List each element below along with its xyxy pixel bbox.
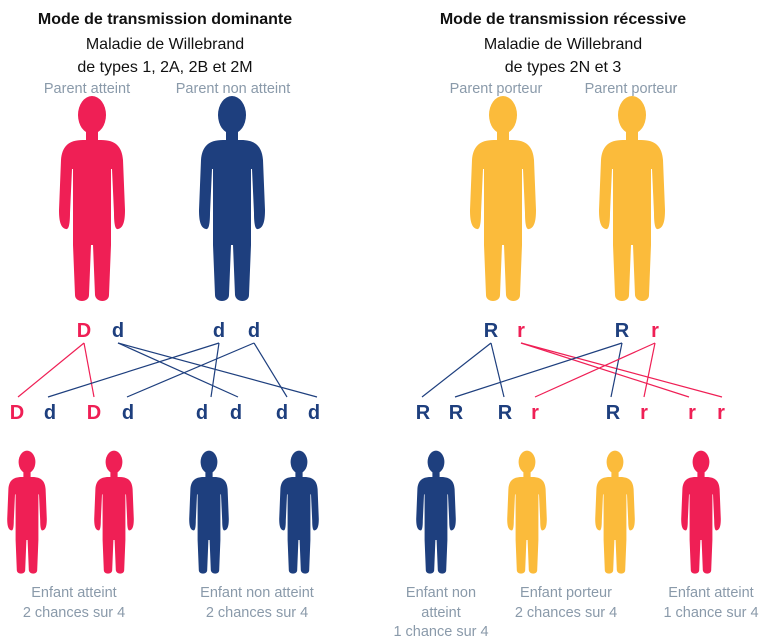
recessive-child-allele: r: [531, 402, 539, 424]
recessive-parent-1-figure: [470, 96, 536, 301]
dominant-child-4-figure: [279, 450, 319, 574]
recessive-child-1-figure: [416, 450, 456, 574]
recessive-line: [610, 342, 623, 398]
recessive-parent-1-allele-1: R: [484, 320, 499, 342]
dominant-group-1-label-line-2: 2 chances sur 4: [23, 605, 125, 621]
recessive-parent-2-allele-2: r: [651, 320, 659, 342]
recessive-group-2-label-line-2: 2 chances sur 4: [515, 605, 617, 621]
dominant-line: [210, 342, 220, 398]
recessive-line: [643, 342, 656, 398]
recessive-group-1-label-line-2: atteint: [421, 605, 461, 621]
recessive-group-3-label-line-1: Enfant atteint: [668, 585, 753, 601]
recessive-child-4-figure: [681, 450, 721, 574]
recessive-subtitle-line-1: Maladie de Willebrand: [484, 36, 642, 53]
dominant-group-2-label-line-2: 2 chances sur 4: [206, 605, 308, 621]
dominant-parent-1-label: Parent atteint: [44, 81, 130, 97]
recessive-line: [520, 342, 690, 398]
dominant-child-allele: d: [196, 402, 208, 424]
recessive-child-3-figure: [595, 450, 635, 574]
dominant-child-3-figure: [189, 450, 229, 574]
recessive-line: [421, 342, 492, 398]
dominant-parent-2-allele-1: d: [213, 320, 225, 342]
dominant-child-allele: d: [230, 402, 242, 424]
dominant-line: [117, 342, 318, 398]
recessive-subtitle-line-2: de types 2N et 3: [505, 59, 622, 76]
recessive-parent-2-label: Parent porteur: [585, 81, 678, 97]
dominant-child-allele: d: [122, 402, 134, 424]
recessive-child-allele: R: [449, 402, 464, 424]
dominant-title: Mode de transmission dominante: [38, 11, 292, 28]
dominant-child-allele: d: [308, 402, 320, 424]
recessive-child-allele: r: [688, 402, 696, 424]
dominant-parent-1-allele-1: D: [77, 320, 91, 342]
dominant-child-allele: d: [276, 402, 288, 424]
recessive-title: Mode de transmission récessive: [440, 11, 686, 28]
recessive-child-allele: R: [498, 402, 513, 424]
dominant-parent-2-allele-2: d: [248, 320, 260, 342]
dominant-line: [17, 342, 85, 398]
dominant-parent-1-figure: [59, 96, 125, 301]
recessive-parent-1-allele-2: r: [517, 320, 525, 342]
recessive-inheritance-lines: [421, 342, 723, 398]
dominant-group-2-label-line-1: Enfant non atteint: [200, 585, 314, 601]
dominant-subtitle-line-2: de types 1, 2A, 2B et 2M: [77, 59, 252, 76]
dominant-line: [117, 342, 239, 398]
dominant-subtitle-line-1: Maladie de Willebrand: [86, 36, 244, 53]
recessive-line: [454, 342, 623, 398]
recessive-parent-2-allele-1: R: [615, 320, 630, 342]
dominant-parent-2-figure: [199, 96, 265, 301]
dominant-child-allele: D: [87, 402, 101, 424]
recessive-child-2-figure: [507, 450, 547, 574]
dominant-line: [126, 342, 255, 398]
recessive-parent-1-label: Parent porteur: [450, 81, 543, 97]
dominant-child-2-figure: [94, 450, 134, 574]
dominant-line: [253, 342, 288, 398]
dominant-line: [47, 342, 220, 398]
recessive-child-allele: R: [416, 402, 431, 424]
dominant-child-allele: d: [44, 402, 56, 424]
recessive-child-allele: r: [640, 402, 648, 424]
recessive-group-3-label-line-2: 1 chance sur 4: [663, 605, 758, 621]
recessive-line: [520, 342, 723, 398]
recessive-parent-2-figure: [599, 96, 665, 301]
recessive-group-2-label-line-1: Enfant porteur: [520, 585, 612, 601]
recessive-line: [534, 342, 656, 398]
recessive-child-allele: r: [717, 402, 725, 424]
dominant-inheritance-lines: [17, 342, 318, 398]
dominant-line: [83, 342, 95, 398]
dominant-child-1-figure: [7, 450, 47, 574]
recessive-line: [490, 342, 505, 398]
dominant-child-allele: D: [10, 402, 24, 424]
recessive-child-allele: R: [606, 402, 621, 424]
dominant-parent-1-allele-2: d: [112, 320, 124, 342]
dominant-group-1-label-line-1: Enfant atteint: [31, 585, 116, 601]
recessive-group-1-label-line-3: 1 chance sur 4: [393, 624, 488, 639]
recessive-group-1-label-line-1: Enfant non: [406, 585, 476, 601]
dominant-parent-2-label: Parent non atteint: [176, 81, 290, 97]
